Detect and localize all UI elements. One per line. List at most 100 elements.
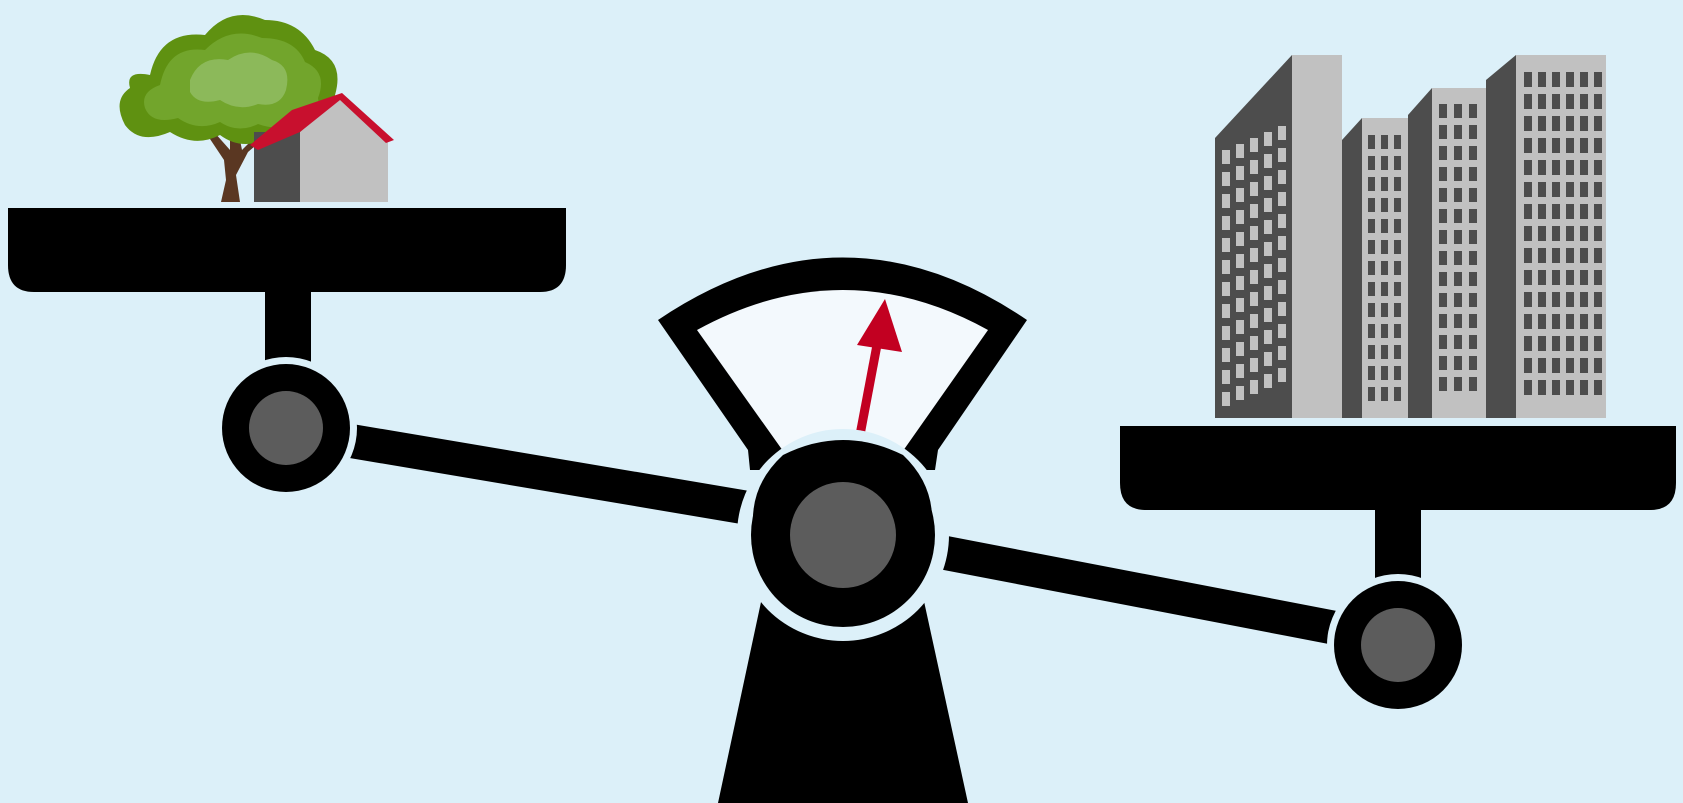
building-window [1524,292,1532,307]
building-window [1524,314,1532,329]
building-window [1469,146,1477,160]
building-window [1368,387,1375,401]
building-window [1439,104,1447,118]
apartment-buildings-icon [1215,55,1606,418]
building-window [1394,177,1401,191]
building-window [1566,94,1574,109]
building-window [1394,303,1401,317]
building-window [1236,342,1244,356]
left-pan-tray [8,208,566,292]
building-window [1439,335,1447,349]
building-window [1552,226,1560,241]
building-window [1538,226,1546,241]
building-window [1381,177,1388,191]
building-window [1552,292,1560,307]
building-window [1580,116,1588,131]
building-window [1552,182,1560,197]
building-window [1469,104,1477,118]
building-window [1278,236,1286,250]
building-window [1538,358,1546,373]
building-window [1439,251,1447,265]
building-window [1454,251,1462,265]
building-window [1278,170,1286,184]
building-window [1580,160,1588,175]
building-window [1381,387,1388,401]
building-window [1278,280,1286,294]
building-window [1454,293,1462,307]
building-window [1236,166,1244,180]
building-window [1538,248,1546,263]
building-window [1394,387,1401,401]
building-window [1594,248,1602,263]
building-window [1381,366,1388,380]
right-pan [1120,426,1676,716]
building-window [1454,188,1462,202]
building-window [1538,116,1546,131]
building-window [1580,380,1588,395]
building-window [1278,126,1286,140]
building-window [1580,292,1588,307]
building-window [1394,261,1401,275]
building-window [1439,209,1447,223]
building-window [1222,326,1230,340]
building-window [1538,204,1546,219]
building-window [1566,116,1574,131]
building-window [1381,282,1388,296]
building-window [1538,182,1546,197]
building-window [1524,138,1532,153]
building-window [1524,94,1532,109]
building-window [1594,270,1602,285]
building-window [1264,352,1272,366]
building-window [1368,135,1375,149]
building-window [1580,94,1588,109]
building-window [1594,314,1602,329]
building-window [1552,94,1560,109]
building-window [1566,138,1574,153]
tree-foliage [119,15,338,144]
building-window [1236,210,1244,224]
building-window [1368,177,1375,191]
building-window [1236,144,1244,158]
building-window [1594,182,1602,197]
gauge-needle [855,299,902,436]
building-window [1454,314,1462,328]
building-window [1381,219,1388,233]
building-window [1469,293,1477,307]
building-window [1250,314,1258,328]
building-window [1538,380,1546,395]
building-window [1236,276,1244,290]
building-window [1368,324,1375,338]
scale-stand [718,560,968,803]
building-window [1469,230,1477,244]
building-window [1250,292,1258,306]
building-window [1368,366,1375,380]
building-window [1469,314,1477,328]
building-window [1236,188,1244,202]
building-window [1368,282,1375,296]
building-window [1439,125,1447,139]
building-window [1538,138,1546,153]
building-window [1524,160,1532,175]
building-window [1381,324,1388,338]
building-window [1250,358,1258,372]
center-pivot [737,429,949,641]
building-window [1524,270,1532,285]
building-window [1552,160,1560,175]
building-window [1524,116,1532,131]
building-window [1552,380,1560,395]
building-window [1524,248,1532,263]
building-window [1524,380,1532,395]
building-window [1580,72,1588,87]
building-window [1580,138,1588,153]
right-pan-stem [1375,500,1421,580]
building-window [1580,358,1588,373]
building-window [1250,204,1258,218]
building-window [1250,138,1258,152]
building-window [1278,368,1286,382]
house-roof [250,93,394,150]
building-window [1264,286,1272,300]
building-window [1278,192,1286,206]
building-window [1594,94,1602,109]
building-window [1566,380,1574,395]
building-window [1454,125,1462,139]
